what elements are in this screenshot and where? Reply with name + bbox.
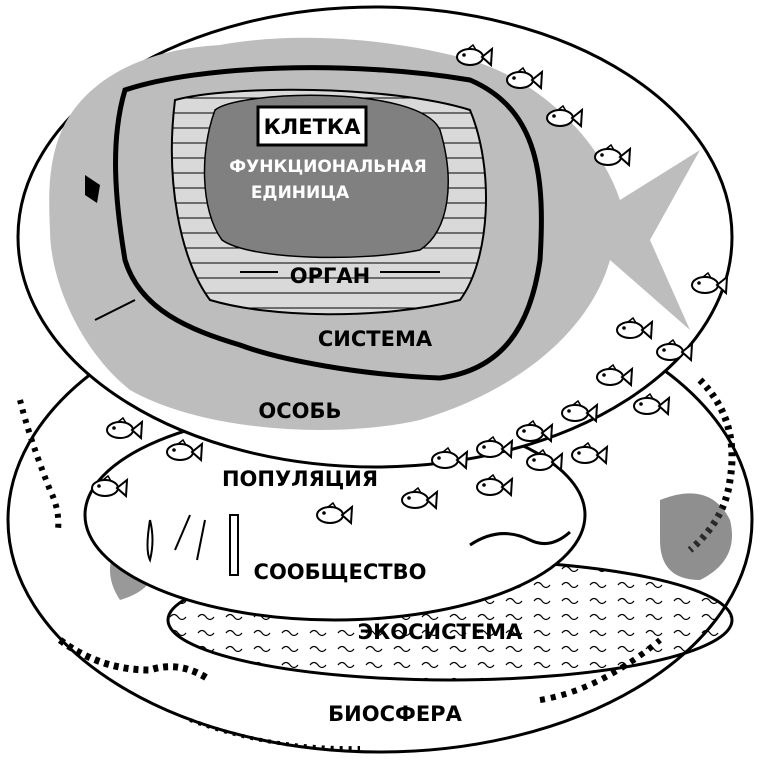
organ-label: ОРГАН [290,264,370,288]
ecosystem-label: ЭКОСИСТЕМА [358,620,523,644]
community-label: СООБЩЕСТВО [254,560,427,584]
individual-label: ОСОБЬ [258,399,341,423]
population-label: ПОПУЛЯЦИЯ [222,467,378,491]
functional-unit-label-line2: ЕДИНИЦА [251,183,350,203]
cell-label: КЛЕТКА [264,115,361,139]
system-label: СИСТЕМА [318,327,433,351]
biosphere-label: БИОСФЕРА [328,702,462,726]
functional-unit-label-line1: ФУНКЦИОНАЛЬНАЯ [229,157,426,177]
